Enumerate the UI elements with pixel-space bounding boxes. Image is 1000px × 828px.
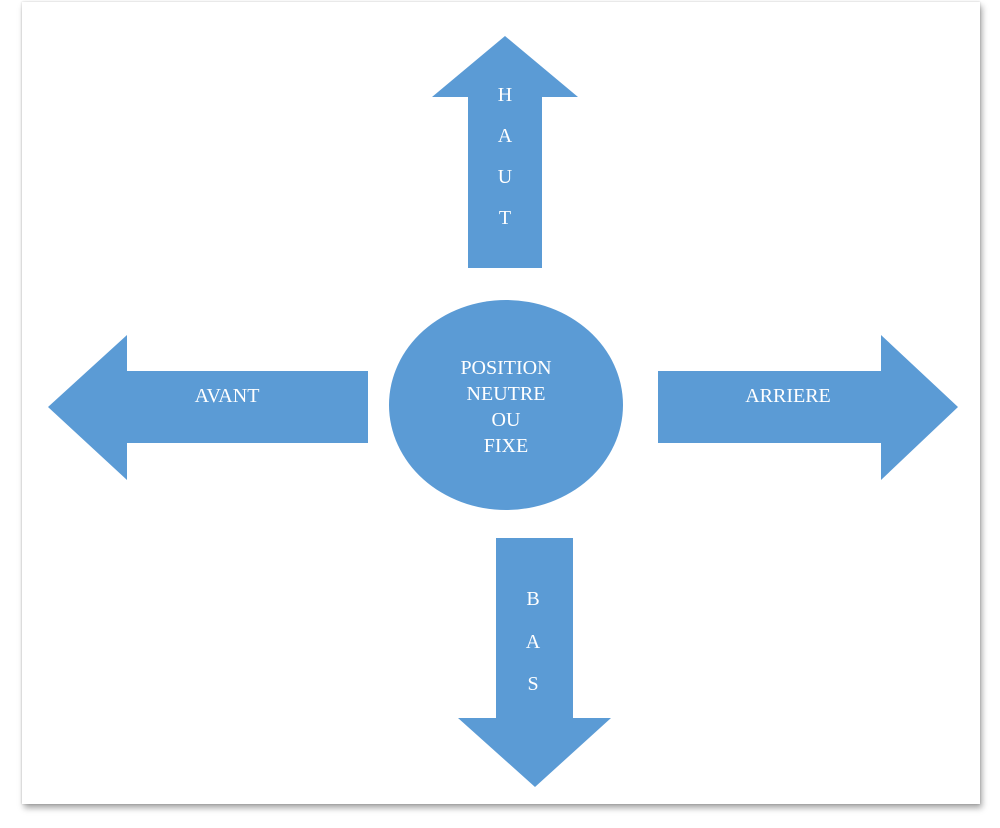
arrow-up-shape: [432, 36, 578, 268]
arrow-right-label: ARRIERE: [745, 385, 831, 407]
arrow-down-shape: [458, 538, 611, 787]
arrow-up-letter: T: [499, 207, 511, 229]
arrow-up-letter: H: [498, 84, 512, 106]
arrow-up-letter: U: [498, 166, 513, 188]
arrow-left-shape: [48, 335, 368, 480]
center-label-line: POSITION: [460, 357, 551, 379]
arrow-down-letter: B: [526, 588, 539, 610]
arrow-left-label: AVANT: [195, 385, 260, 407]
center-ellipse: [389, 300, 623, 510]
center-label-line: FIXE: [484, 435, 528, 457]
arrow-down-letter: S: [527, 673, 538, 695]
center-label-line: NEUTRE: [467, 383, 546, 405]
arrow-up-letter: A: [498, 125, 513, 147]
arrow-right-shape: [658, 335, 958, 480]
arrow-down-letter: A: [526, 631, 541, 653]
center-label-line: OU: [492, 409, 521, 431]
